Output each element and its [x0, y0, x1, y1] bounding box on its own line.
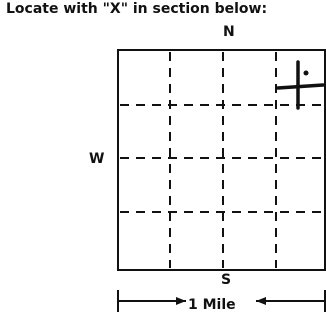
- west-label: W: [89, 151, 105, 167]
- section-boundary: [117, 49, 326, 271]
- scale-arrow-left: [256, 297, 266, 305]
- grid-horizontal-lines: [120, 104, 323, 213]
- mark-dot: [303, 70, 309, 76]
- mark-stroke-horizontal: [276, 83, 325, 90]
- scale-arrow-right: [176, 297, 186, 305]
- instruction-text: Locate with "X" in section below:: [6, 1, 268, 17]
- north-label: N: [223, 24, 235, 40]
- scale-label: 1 Mile: [188, 297, 236, 313]
- south-label: S: [221, 272, 232, 288]
- grid-vertical-lines: [169, 52, 277, 268]
- handwritten-mark: [276, 60, 325, 110]
- scale-bar: [117, 290, 326, 312]
